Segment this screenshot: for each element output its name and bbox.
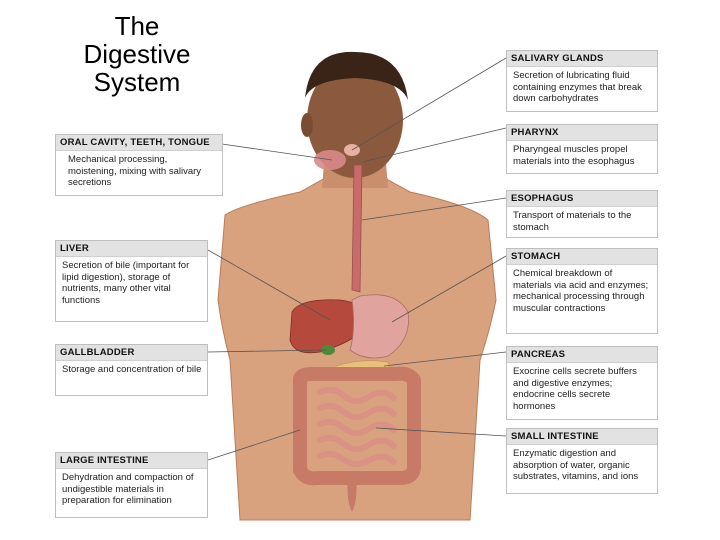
label-text: Enzymatic digestion and absorption of wa…: [507, 445, 657, 485]
label-heading: LIVER: [56, 241, 207, 257]
label-heading: LARGE INTESTINE: [56, 453, 207, 469]
label-heading: ESOPHAGUS: [507, 191, 657, 207]
label-liver: LIVER Secretion of bile (important for l…: [55, 240, 208, 322]
label-text: Transport of materials to the stomach: [507, 207, 657, 235]
label-pancreas: PANCREAS Exocrine cells secrete buffers …: [506, 346, 658, 420]
label-small-intestine: SMALL INTESTINE Enzymatic digestion and …: [506, 428, 658, 494]
label-heading: SALIVARY GLANDS: [507, 51, 657, 67]
label-heading: ORAL CAVITY, TEETH, TONGUE: [56, 135, 222, 151]
label-gallbladder: GALLBLADDER Storage and concentration of…: [55, 344, 208, 396]
label-salivary-glands: SALIVARY GLANDS Secretion of lubricating…: [506, 50, 658, 112]
label-text: Secretion of bile (important for lipid d…: [56, 257, 207, 308]
label-text: Secretion of lubricating fluid containin…: [507, 67, 657, 107]
label-heading: STOMACH: [507, 249, 657, 265]
label-esophagus: ESOPHAGUS Transport of materials to the …: [506, 190, 658, 238]
label-heading: PANCREAS: [507, 347, 657, 363]
label-text: Exocrine cells secrete buffers and diges…: [507, 363, 657, 414]
label-text: Dehydration and compaction of undigestib…: [56, 469, 207, 509]
label-heading: SMALL INTESTINE: [507, 429, 657, 445]
label-text: Mechanical processing, moistening, mixin…: [56, 151, 222, 191]
label-stomach: STOMACH Chemical breakdown of materials …: [506, 248, 658, 334]
label-oral-cavity: ORAL CAVITY, TEETH, TONGUE Mechanical pr…: [55, 134, 223, 196]
label-pharynx: PHARYNX Pharyngeal muscles propel materi…: [506, 124, 658, 174]
label-heading: GALLBLADDER: [56, 345, 207, 361]
label-text: Storage and concentration of bile: [56, 361, 207, 378]
label-large-intestine: LARGE INTESTINE Dehydration and compacti…: [55, 452, 208, 518]
label-text: Pharyngeal muscles propel materials into…: [507, 141, 657, 169]
label-heading: PHARYNX: [507, 125, 657, 141]
label-text: Chemical breakdown of materials via acid…: [507, 265, 657, 316]
